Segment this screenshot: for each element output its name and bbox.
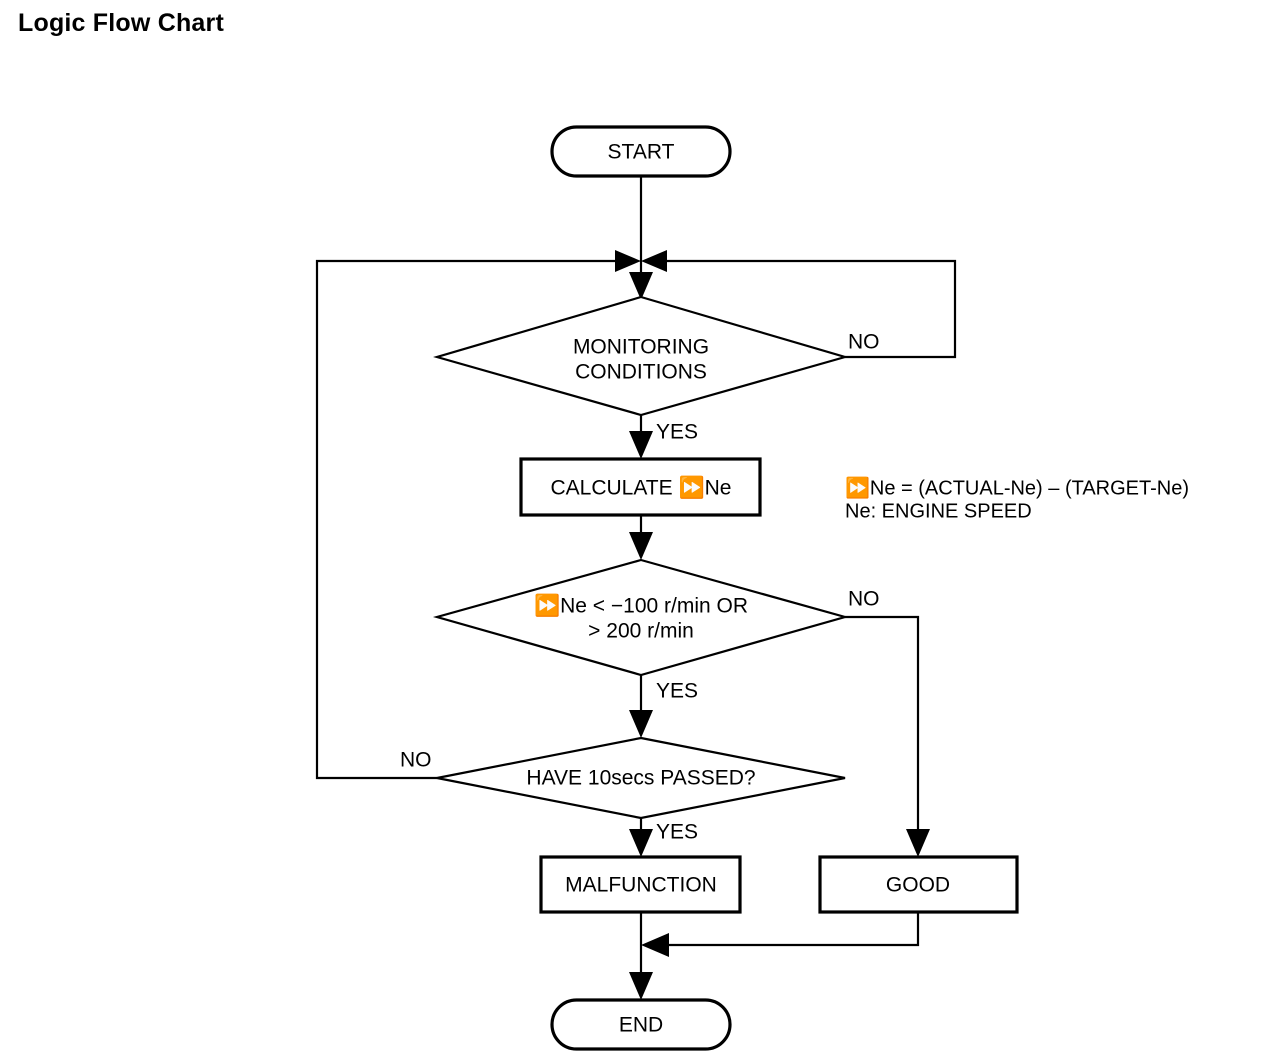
node-calculate[interactable]: CALCULATE ⏩Ne — [519, 457, 762, 517]
edge-malfunction-to-end — [629, 912, 653, 1000]
edge-monitoring-yes-to-calculate — [629, 415, 653, 459]
node-threshold-label-line1: ⏩Ne < −100 r/min OR — [534, 593, 748, 618]
node-monitoring-label-line1: MONITORING — [573, 336, 709, 359]
annotation-note: ⏩Ne = (ACTUAL-Ne) – (TARGET-Ne) Ne: ENGI… — [845, 475, 1189, 522]
node-monitoring-conditions[interactable]: MONITORING CONDITIONS — [433, 295, 849, 417]
node-calculate-label: CALCULATE ⏩Ne — [551, 475, 732, 500]
node-end[interactable]: END — [550, 998, 732, 1051]
annotation-line-2: Ne: ENGINE SPEED — [845, 500, 1032, 522]
branch-label-monitoring-no: NO — [848, 331, 880, 354]
node-malfunction[interactable]: MALFUNCTION — [539, 855, 742, 914]
branch-label-timer-no: NO — [400, 749, 432, 772]
branch-label-monitoring-yes: YES — [656, 421, 698, 444]
node-threshold-label-line2: > 200 r/min — [588, 620, 694, 643]
node-start[interactable]: START — [550, 125, 732, 178]
edge-timer-yes-to-malfunction — [629, 818, 653, 857]
edge-timer-no-loopback — [315, 250, 641, 780]
node-end-label: END — [619, 1014, 663, 1037]
node-timer-label: HAVE 10secs PASSED? — [526, 767, 755, 790]
node-malfunction-label: MALFUNCTION — [565, 874, 717, 897]
page-title: Logic Flow Chart — [18, 9, 224, 37]
edge-junction-to-monitoring — [629, 261, 653, 300]
node-good[interactable]: GOOD — [818, 855, 1019, 914]
edge-threshold-yes-to-timer — [629, 675, 653, 738]
branch-label-timer-yes: YES — [656, 821, 698, 844]
edge-good-to-merge — [641, 912, 920, 957]
edge-threshold-no-to-good — [845, 615, 930, 857]
node-timer[interactable]: HAVE 10secs PASSED? — [436, 736, 846, 820]
edge-calculate-to-threshold — [629, 515, 653, 560]
node-start-label: START — [608, 141, 675, 164]
edge-monitoring-no-loopback — [641, 250, 957, 359]
annotation-line-1: ⏩Ne = (ACTUAL-Ne) – (TARGET-Ne) — [845, 475, 1189, 499]
node-threshold[interactable]: ⏩Ne < −100 r/min OR > 200 r/min — [432, 558, 850, 677]
node-monitoring-label-line2: CONDITIONS — [575, 361, 707, 384]
branch-label-threshold-yes: YES — [656, 680, 698, 703]
node-good-label: GOOD — [886, 874, 950, 897]
branch-label-threshold-no: NO — [848, 588, 880, 611]
